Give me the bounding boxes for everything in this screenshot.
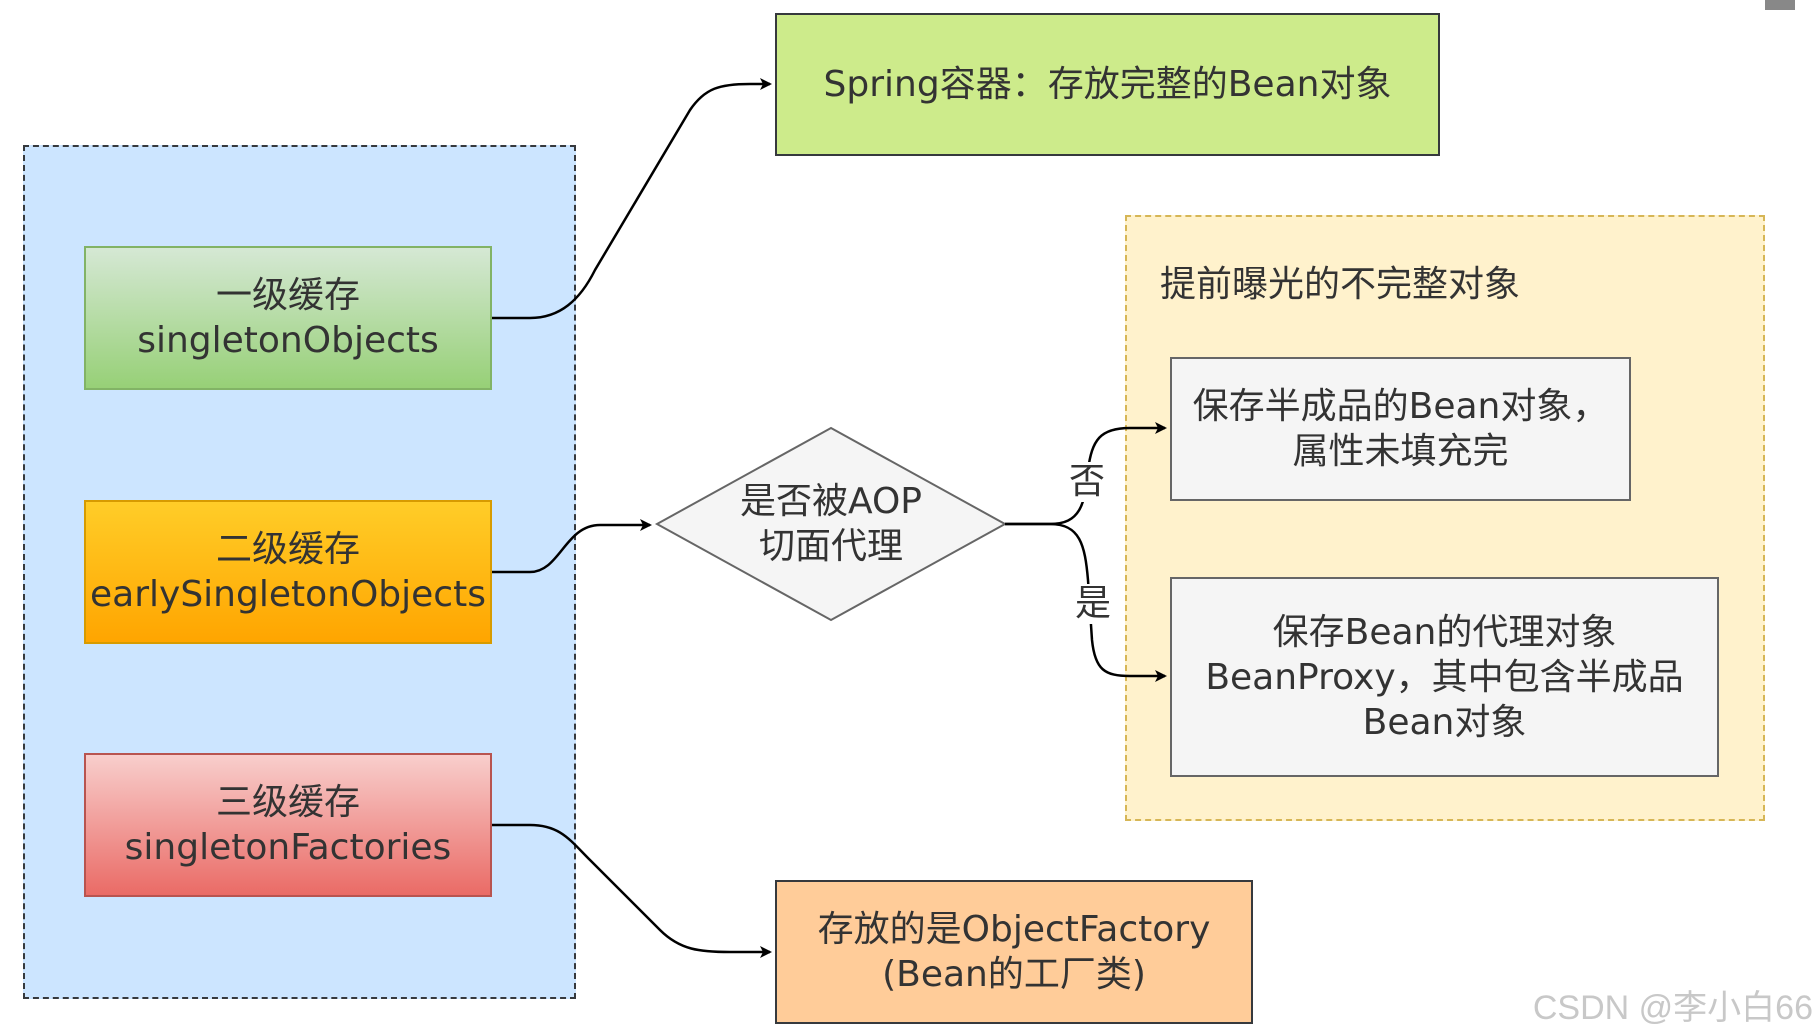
early-exposure-group-label: 提前曝光的不完整对象 [1160,264,1521,305]
object-factory-node: 存放的是ObjectFactory (Bean的工厂类) [775,880,1253,1024]
edge-label-no: 否 [1069,461,1106,502]
watermark: CSDN @李小白66 [1532,989,1813,1027]
level1-cache-node: 一级缓存 singletonObjects [84,246,492,390]
level3-cache-node: 三级缓存 singletonFactories [84,753,492,897]
proxy-bean-node: 保存Bean的代理对象 BeanProxy，其中包含半成品 Bean对象 [1170,577,1719,777]
decision-diamond [654,426,1008,622]
edge-l2-to-decision [492,519,652,574]
edge-l3-to-factory [492,823,772,958]
half-bean-node: 保存半成品的Bean对象， 属性未填充完 [1170,357,1631,501]
level2-cache-node: 二级缓存 earlySingletonObjects [84,500,492,644]
close-icon[interactable] [1765,0,1795,10]
edge-l1-to-spring [492,78,772,320]
spring-container-node: Spring容器：存放完整的Bean对象 [775,13,1440,156]
aop-decision-label: 是否被AOP 切面代理 [739,481,923,567]
edge-decision-to-proxy [1005,522,1167,682]
edge-label-yes: 是 [1075,583,1112,624]
